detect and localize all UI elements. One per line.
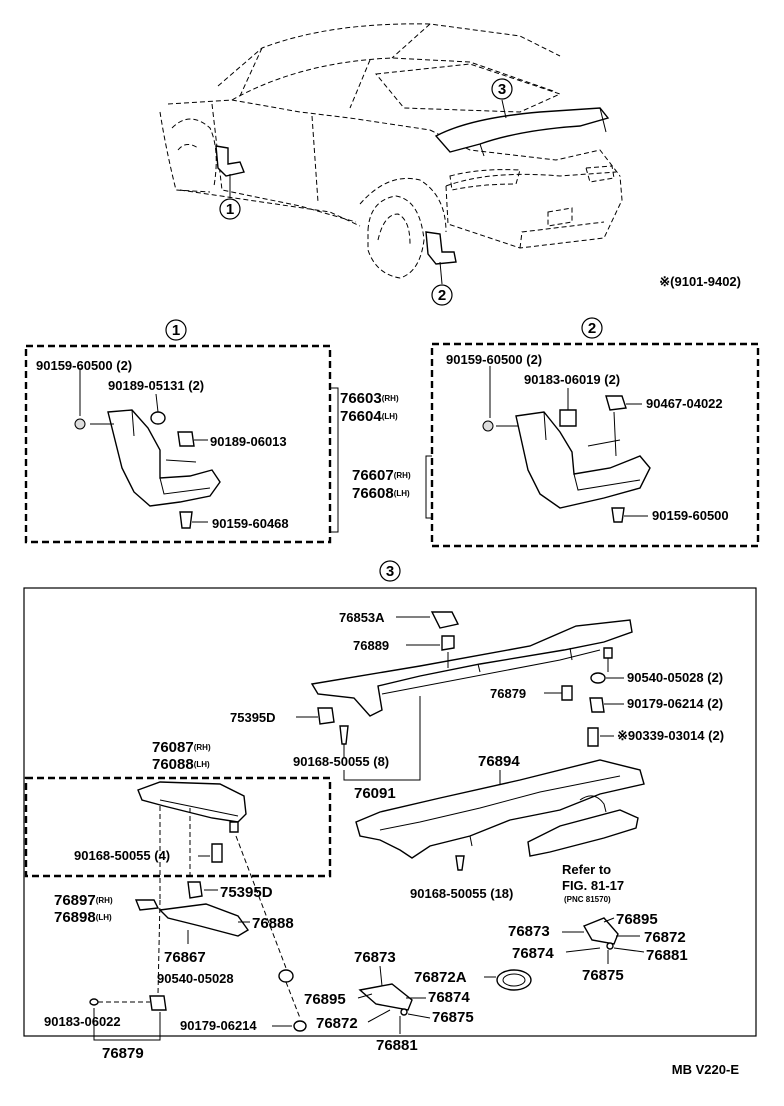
socket2-76881-label: 76881 bbox=[646, 947, 688, 964]
spoiler-stud-label: ※90339-03014 (2) bbox=[617, 728, 724, 743]
refer-to-label: Refer to bbox=[562, 862, 611, 877]
mudguard-front bbox=[107, 409, 221, 507]
car-illustration bbox=[159, 23, 623, 279]
spoiler-grommet-label: 75395D bbox=[230, 710, 276, 725]
callout-1-header: 1 bbox=[165, 319, 187, 341]
socket-76875-label: 76875 bbox=[432, 1009, 474, 1026]
sec2-clip-label: 90183-06019 (2) bbox=[524, 372, 620, 387]
sec2-bolt-label: 90159-60500 (2) bbox=[446, 352, 542, 367]
svg-text:1: 1 bbox=[172, 322, 180, 339]
lamp-housing-screw-label: 90168-50055 (18) bbox=[410, 886, 513, 901]
cover-76087-label: 76087(RH) bbox=[152, 739, 211, 756]
spoiler-screw-label: 90168-50055 (8) bbox=[293, 754, 389, 769]
sec1-part-76603: 76603(RH) bbox=[340, 390, 399, 407]
sec1-screw-label: 90159-60468 bbox=[212, 516, 289, 531]
svg-text:2: 2 bbox=[438, 287, 446, 304]
socket-assembly-center bbox=[358, 983, 413, 1016]
lens-part bbox=[158, 903, 250, 937]
svg-text:3: 3 bbox=[386, 563, 394, 580]
lens-washer-label: 90540-05028 bbox=[157, 971, 234, 986]
cover-grommet-label: 75395D bbox=[220, 884, 273, 901]
callout-3-car: 3 bbox=[491, 78, 513, 100]
sec2-nut-label: 90467-04022 bbox=[646, 396, 723, 411]
callout-2-car: 2 bbox=[431, 284, 453, 306]
svg-text:1: 1 bbox=[226, 201, 234, 218]
sec1-part-76604: 76604(LH) bbox=[340, 408, 398, 425]
section-3-box bbox=[23, 587, 757, 1037]
callout-2-header: 2 bbox=[581, 317, 603, 339]
mudguard-rear bbox=[515, 411, 651, 509]
lamp-cover bbox=[137, 781, 247, 823]
spoiler-cushion-label: 76879 bbox=[490, 686, 526, 701]
socket-assembly-right bbox=[582, 917, 619, 950]
socket2-76874-label: 76874 bbox=[512, 945, 554, 962]
socket2-76872-label: 76872 bbox=[644, 929, 686, 946]
sec1-retainer-label: 90189-06013 bbox=[210, 434, 287, 449]
spoiler-assembly-label: 76091 bbox=[354, 785, 396, 802]
svg-text:2: 2 bbox=[588, 320, 596, 337]
cover-76088-label: 76088(LH) bbox=[152, 756, 210, 773]
socket-76874-label: 76874 bbox=[428, 989, 470, 1006]
sec2-part-76607: 76607(RH) bbox=[352, 467, 411, 484]
callout-1-car: 1 bbox=[219, 198, 241, 220]
spoiler-clip-label: 76889 bbox=[353, 638, 389, 653]
lamp-housing-label: 76894 bbox=[478, 753, 520, 770]
lens-part-label: 76888 bbox=[252, 915, 294, 932]
lamp-harness bbox=[527, 795, 639, 857]
cushion-part-label: 76879 bbox=[102, 1045, 144, 1062]
socket-76895-label: 76895 bbox=[304, 991, 346, 1008]
spoiler-bracket-label: 76853A bbox=[339, 610, 385, 625]
cushion-clip-label: 90183-06022 bbox=[44, 1014, 121, 1029]
sec1-clip-label: 90189-05131 (2) bbox=[108, 378, 204, 393]
spoiler-nut-label: 90179-06214 (2) bbox=[627, 696, 723, 711]
lens-nut-label: 90179-06214 bbox=[180, 1018, 257, 1033]
socket-76881-label: 76881 bbox=[376, 1037, 418, 1054]
svg-text:3: 3 bbox=[498, 81, 506, 98]
refer-pnc-label: (PNC 81570) bbox=[564, 895, 611, 904]
sec1-bolt-label: 90159-60500 (2) bbox=[36, 358, 132, 373]
socket2-76875-label: 76875 bbox=[582, 967, 624, 984]
refer-fig-label: FIG. 81-17 bbox=[562, 878, 624, 893]
socket-76872-label: 76872 bbox=[316, 1015, 358, 1032]
gasket-76898-label: 76898(LH) bbox=[54, 909, 112, 926]
socket2-76873-label: 76873 bbox=[508, 923, 550, 940]
sec2-screw-label: 90159-60500 bbox=[652, 508, 729, 523]
cover-screw-label: 90168-50055 (4) bbox=[74, 848, 170, 863]
socket-76873-label: 76873 bbox=[354, 949, 396, 966]
sec2-part-76608: 76608(LH) bbox=[352, 485, 410, 502]
lens-gasket-label: 76867 bbox=[164, 949, 206, 966]
gasket-76897-label: 76897(RH) bbox=[54, 892, 113, 909]
lamp-housing bbox=[355, 759, 645, 859]
applicability-note: ※(9101-9402) bbox=[659, 274, 741, 289]
spoiler-washer-label: 90540-05028 (2) bbox=[627, 670, 723, 685]
callout-3-header: 3 bbox=[379, 560, 401, 582]
section-3-subbox bbox=[24, 776, 332, 878]
figure-code: MB V220-E bbox=[672, 1062, 740, 1077]
socket-ring bbox=[496, 969, 532, 991]
socket-76872A-label: 76872A bbox=[414, 969, 467, 986]
socket2-76895-label: 76895 bbox=[616, 911, 658, 928]
rear-spoiler bbox=[310, 619, 633, 717]
section-1-box bbox=[24, 344, 332, 544]
